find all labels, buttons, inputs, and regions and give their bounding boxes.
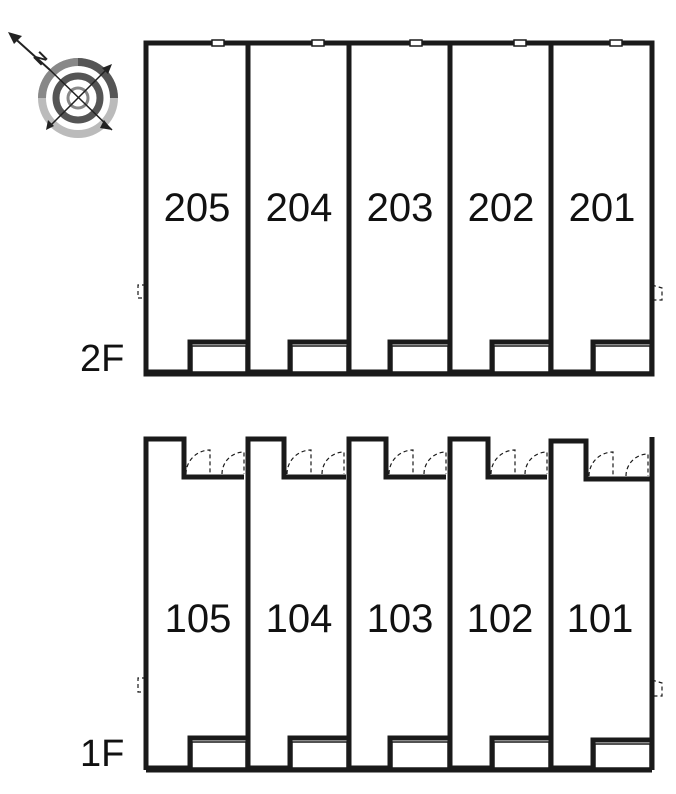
floor-1f: 105 104 103 102 101 1F [80,436,663,775]
unit-label-104: 104 [266,597,333,641]
unit-label-101: 101 [567,597,634,641]
unit-label-102: 102 [467,597,534,641]
unit-label-202: 202 [468,186,535,230]
unit-label-103: 103 [367,597,434,641]
north-letter: N [31,49,51,69]
floor-2f: 205 204 203 202 201 2F [80,39,663,380]
floor-label-1f: 1F [80,733,124,775]
floor-label-2f: 2F [80,338,124,380]
compass-rose-icon: N [8,32,118,138]
unit-label-105: 105 [165,597,232,641]
unit-label-203: 203 [367,186,434,230]
unit-label-204: 204 [266,186,333,230]
unit-label-201: 201 [569,186,636,230]
unit-label-205: 205 [164,186,231,230]
